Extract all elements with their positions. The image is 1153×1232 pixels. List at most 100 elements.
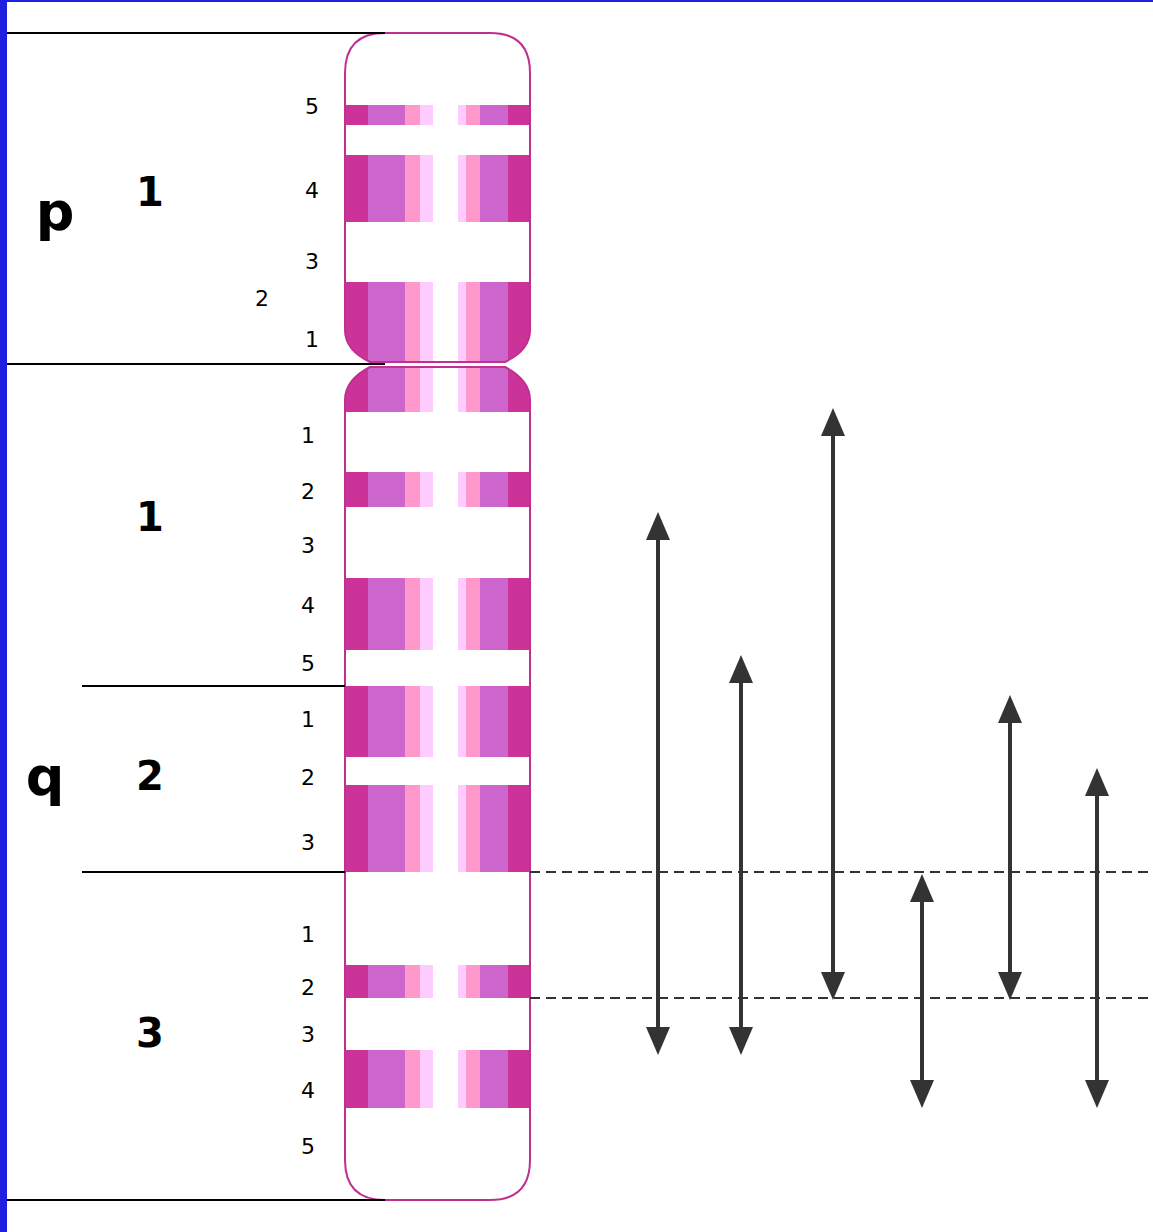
arrow-shaft: [920, 894, 924, 1088]
band-stripe: [405, 155, 420, 222]
p-arm-outline: [345, 33, 530, 362]
band-stripe: [368, 364, 405, 412]
band-number: 2: [301, 481, 315, 503]
arrow-shaft: [1095, 788, 1099, 1088]
band-stripe: [405, 364, 420, 412]
band-stripe: [345, 578, 368, 650]
arrow-head: [998, 972, 1022, 1000]
deletion-arrows: [646, 408, 1109, 1108]
arrow-head: [910, 874, 934, 902]
region-number: 3: [136, 1013, 164, 1053]
band-stripe: [405, 1050, 420, 1108]
arm-label: p: [36, 185, 75, 239]
band-number: 5: [305, 96, 319, 118]
band-stripe: [466, 1050, 480, 1108]
arrow-shaft: [656, 532, 660, 1035]
band-stripe: [405, 578, 420, 650]
band-stripe: [466, 282, 480, 364]
band-stripe: [480, 578, 508, 650]
band-stripe: [466, 364, 480, 412]
arrow-head: [646, 1027, 670, 1055]
band-number: 5: [301, 653, 315, 675]
band-number: 3: [301, 832, 315, 854]
band-stripe: [458, 155, 466, 222]
band-number: 5: [301, 1136, 315, 1158]
band-stripe: [508, 1050, 531, 1108]
band-stripe: [368, 785, 405, 872]
band-stripe: [480, 155, 508, 222]
region-number: 2: [136, 756, 164, 796]
band-stripe: [480, 686, 508, 757]
band-stripe: [508, 105, 531, 125]
band-stripe: [508, 578, 531, 650]
region-number: 1: [136, 172, 164, 212]
band-stripe: [458, 578, 466, 650]
band-number: 4: [305, 180, 319, 202]
band-stripe: [508, 785, 531, 872]
band-number: 4: [301, 1080, 315, 1102]
arrow-shaft: [739, 675, 743, 1035]
region-lines: [7, 33, 385, 1200]
band-stripe: [480, 364, 508, 412]
band-stripe: [458, 1050, 466, 1108]
band-stripe: [368, 472, 405, 507]
band-stripe: [508, 155, 531, 222]
band-number: 2: [301, 767, 315, 789]
band-stripe: [420, 965, 433, 998]
band-stripe: [405, 965, 420, 998]
band-stripe: [345, 965, 368, 998]
band-stripe: [466, 105, 480, 125]
band-stripe: [420, 105, 433, 125]
arrow-head: [821, 408, 845, 436]
band-number: 3: [301, 1024, 315, 1046]
band-stripe: [466, 686, 480, 757]
arrow-head: [729, 1027, 753, 1055]
band-stripe: [345, 1050, 368, 1108]
band-stripe: [466, 155, 480, 222]
band-stripe: [368, 1050, 405, 1108]
band-stripe: [466, 965, 480, 998]
band-stripe: [458, 472, 466, 507]
border-strip: [0, 0, 1153, 2]
band-stripe: [345, 155, 368, 222]
band-number: 3: [301, 535, 315, 557]
band-stripe: [420, 1050, 433, 1108]
band-stripe: [458, 785, 466, 872]
arrow-shaft: [1008, 715, 1012, 980]
band-number: 3: [305, 251, 319, 273]
band-stripe: [345, 785, 368, 872]
arrow-head: [1085, 1080, 1109, 1108]
band-stripe: [458, 282, 466, 364]
band-stripe: [508, 965, 531, 998]
chromosome-bands: [345, 105, 531, 1108]
band-stripe: [458, 364, 466, 412]
band-stripe: [420, 472, 433, 507]
band-stripe: [345, 282, 368, 364]
band-stripe: [466, 472, 480, 507]
band-stripe: [368, 965, 405, 998]
region-number: 1: [136, 497, 164, 537]
band-stripe: [405, 105, 420, 125]
border-strip: [0, 0, 7, 1232]
band-stripe: [480, 965, 508, 998]
arrow-head: [729, 655, 753, 683]
band-stripe: [420, 578, 433, 650]
band-stripe: [458, 965, 466, 998]
band-stripe: [405, 472, 420, 507]
band-stripe: [480, 282, 508, 364]
band-number: 1: [301, 709, 315, 731]
band-stripe: [466, 785, 480, 872]
band-stripe: [368, 578, 405, 650]
arrow-head: [646, 512, 670, 540]
arrow-shaft: [831, 428, 835, 980]
band-stripe: [480, 105, 508, 125]
band-number: 1: [301, 425, 315, 447]
band-stripe: [405, 282, 420, 364]
band-stripe: [420, 155, 433, 222]
band-stripe: [420, 686, 433, 757]
arm-label: q: [26, 750, 65, 804]
band-stripe: [345, 686, 368, 757]
band-stripe: [480, 472, 508, 507]
